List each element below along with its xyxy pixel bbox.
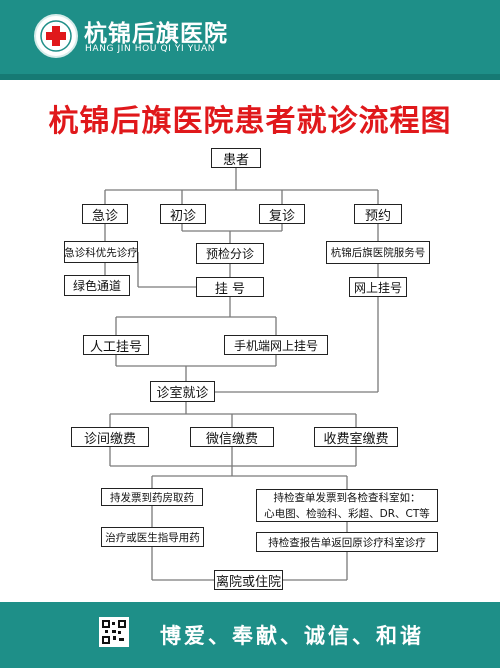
exam-node: 持检查单发票到各检查科室如： 心电图、检验科、彩超、DR、CT等 (256, 489, 438, 522)
wechat-payment-node: 微信缴费 (190, 427, 274, 447)
discharge-node: 离院或住院 (214, 570, 283, 590)
footer-bar (0, 602, 500, 668)
service-account-node: 杭锦后旗医院服务号 (326, 241, 430, 264)
hospital-pinyin: HANG JIN HOU QI YI YUAN (85, 44, 216, 54)
cashier-payment-node: 收费室缴费 (314, 427, 398, 447)
emergency-priority-node: 急诊科优先诊疗 (64, 241, 138, 263)
exam-line-1: 持检查单发票到各检查科室如： (273, 491, 421, 504)
register-node: 挂 号 (196, 277, 264, 297)
return-report-node: 持检查报告单返回原诊疗科室诊疗 (256, 532, 438, 552)
mobile-register-node: 手机端网上挂号 (224, 335, 328, 355)
emergency-node: 急诊 (82, 204, 128, 224)
qr-code (99, 617, 129, 647)
pre-triage-node: 预检分诊 (196, 243, 264, 264)
hospital-name: 杭锦后旗医院 (84, 21, 228, 47)
hospital-logo (34, 14, 78, 58)
patient-node: 患者 (211, 148, 261, 168)
revisit-node: 复诊 (259, 204, 305, 224)
header-bar (0, 0, 500, 74)
treatment-guide-node: 治疗或医生指导用药 (101, 527, 204, 547)
page-title: 杭锦后旗医院患者就诊流程图 (48, 104, 452, 139)
consultation-node: 诊室就诊 (150, 381, 215, 402)
online-register-node: 网上挂号 (349, 277, 407, 297)
manual-register-node: 人工挂号 (83, 335, 149, 355)
green-channel-node: 绿色通道 (64, 275, 130, 296)
first-visit-node: 初诊 (160, 204, 206, 224)
header-accent-band (0, 74, 500, 80)
clinic-payment-node: 诊间缴费 (71, 427, 149, 447)
exam-line-2: 心电图、检验科、彩超、DR、CT等 (264, 507, 430, 520)
pharmacy-node: 持发票到药房取药 (101, 488, 203, 506)
appointment-node: 预约 (354, 204, 402, 224)
footer-motto: 博爱、奉献、诚信、和谐 (160, 623, 424, 648)
